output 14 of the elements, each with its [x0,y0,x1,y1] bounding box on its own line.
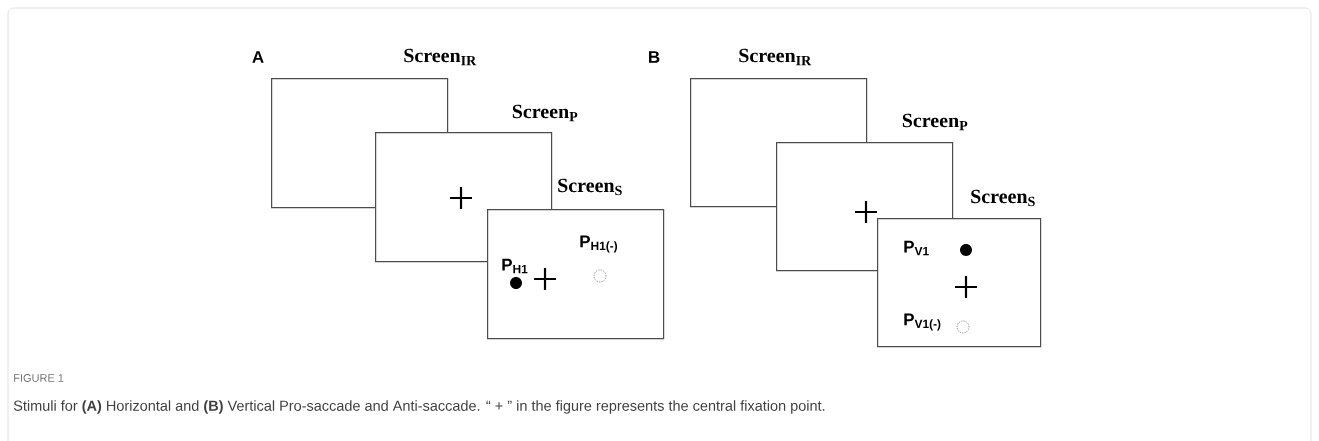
panel-letter: A [252,51,264,63]
figure-title: FIGURE 1 [14,374,64,382]
point-label: P$_{H1}$ [502,258,528,274]
panel-letter: B [649,51,660,63]
screen-heading: Screen$_{IR}$ [739,48,812,66]
screen-heading: Screen$_{IR}$ [404,48,477,66]
screen-heading: Screen$_{S}$ [971,189,1035,207]
point-label: P$_{V1(-)}$ [904,313,941,331]
point-label: P$_{V1}$ [904,240,929,256]
point-label: P$_{H1(-)}$ [580,235,618,253]
screen-heading: Screen$_{S}$ [558,178,622,196]
screen-heading: Screen$_{P}$ [512,104,578,122]
caption: Stimuli for (A) Horizontal and (B) Vertical Pro-saccade and Anti-saccade. “ + ” in the figure represents the central fixation point. [13,400,825,414]
screen-heading: Screen$_{P}$ [902,113,968,131]
